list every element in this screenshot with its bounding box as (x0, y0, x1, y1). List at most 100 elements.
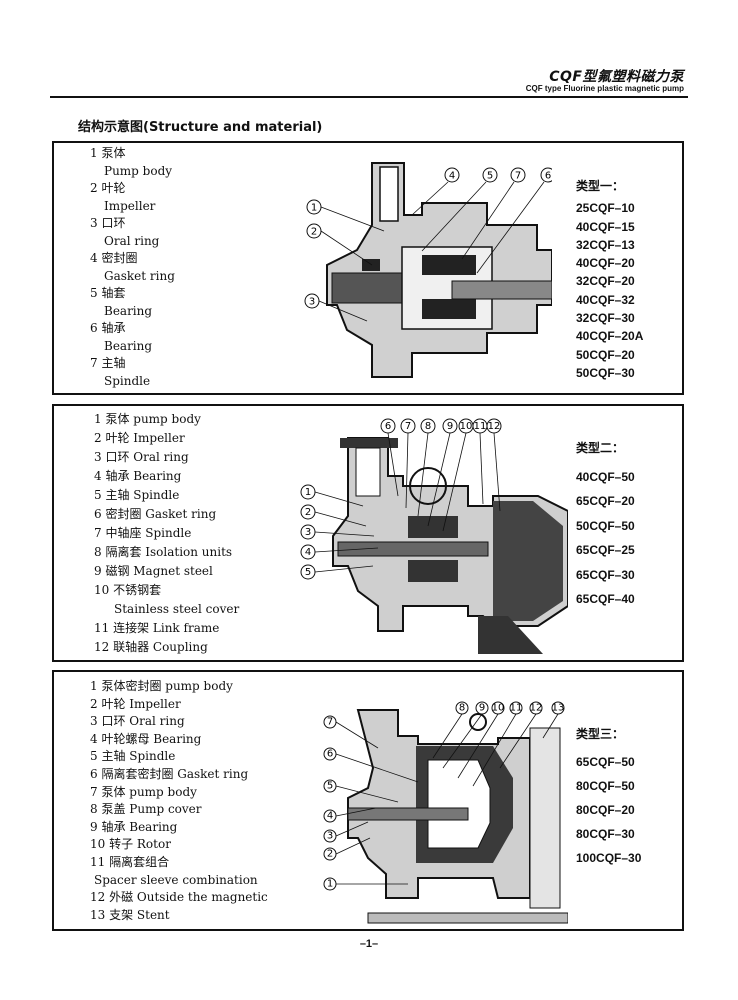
part-label: 1 泵体 pump body (94, 412, 201, 426)
callout-12: 12 (488, 421, 501, 432)
model-item: 40CQF–15 (576, 219, 635, 234)
part-label: 8 泵盖 Pump cover (90, 802, 202, 817)
model-item: 100CQF–30 (576, 851, 642, 865)
callout-7: 7 (515, 171, 521, 182)
callout-6: 6 (545, 171, 551, 182)
part-label: Pump body (104, 163, 173, 178)
model-item: 65CQF–25 (576, 543, 635, 557)
model-item: 65CQF–20 (576, 494, 635, 508)
header-rule (50, 96, 688, 98)
part-label: 4 叶轮螺母 Bearing (90, 731, 202, 746)
parts-list-3: 1 泵体密封圈 pump body 2 叶轮 Impeller 3 口环 Ora… (90, 678, 268, 924)
model-item: 50CQF–30 (576, 365, 635, 380)
model-item: 80CQF–20 (576, 803, 635, 817)
callout-2: 2 (311, 227, 317, 238)
callout-1: 1 (305, 487, 311, 498)
callout-1: 1 (311, 203, 317, 214)
part-label: 10 转子 Rotor (90, 837, 171, 852)
model-type-title: 类型三： (576, 727, 625, 741)
model-list-3: 类型三： 65CQF–50 80CQF–50 80CQF–20 80CQF–30… (576, 722, 641, 870)
model-list-2: 类型二： 40CQF–50 65CQF–20 50CQF–50 65CQF–25… (576, 436, 635, 612)
part-label: 6 密封圈 Gasket ring (94, 507, 217, 521)
section-title: 结构示意图(Structure and material) (78, 120, 323, 135)
model-item: 40CQF–50 (576, 469, 635, 484)
callout-4: 4 (305, 547, 311, 558)
callout-1: 1 (327, 879, 333, 890)
callout-7: 7 (405, 421, 411, 432)
part-label: 5 轴套 (90, 286, 126, 300)
part-label: 7 泵体 pump body (90, 784, 197, 799)
part-label: 3 口环 Oral ring (94, 450, 189, 464)
callout-3: 3 (305, 527, 311, 538)
callout-8: 8 (459, 703, 465, 714)
model-item: 80CQF–50 (576, 779, 635, 793)
callout-5: 5 (487, 171, 493, 182)
callout-8: 8 (425, 421, 431, 432)
part-label: 3 口环 (90, 216, 126, 230)
callout-4: 4 (327, 811, 333, 822)
callout-9: 9 (479, 703, 485, 714)
part-label: Gasket ring (104, 268, 175, 283)
part-label: Impeller (104, 198, 156, 213)
part-label: 8 隔离套 Isolation units (94, 545, 233, 559)
part-label: 7 中轴座 Spindle (94, 526, 192, 540)
callout-7: 7 (327, 717, 333, 728)
part-label: 10 不锈钢套 (94, 583, 162, 597)
panel-type-1: 1 泵体 Pump body 2 叶轮 Impeller 3 口环 Oral r… (52, 141, 684, 395)
part-label: 1 泵体 (90, 146, 126, 160)
part-label: 6 隔离套密封圈 Gasket ring (90, 766, 249, 781)
part-label: 9 磁钢 Magnet steel (94, 564, 213, 578)
callout-6: 6 (327, 749, 333, 760)
model-item: 65CQF–50 (576, 755, 635, 769)
model-type-title: 类型二： (576, 441, 625, 455)
callout-12: 12 (530, 703, 543, 714)
callout-10: 10 (492, 703, 505, 714)
model-item: 40CQF–20A (576, 329, 644, 344)
callout-2: 2 (327, 849, 333, 860)
pump-diagram-type-2: 1 2 3 4 5 6 7 8 9 10 11 12 (300, 418, 568, 654)
part-label: Bearing (104, 338, 153, 353)
model-item: 80CQF–30 (576, 827, 635, 841)
part-label: 12 联轴器 Coupling (94, 640, 208, 654)
model-item: 25CQF–10 (576, 201, 635, 216)
model-list-1: 类型一： 25CQF–10 40CQF–15 32CQF–13 40CQF–20… (576, 177, 643, 382)
part-label: Spindle (104, 373, 151, 388)
callout-4: 4 (449, 171, 455, 182)
part-label: 2 叶轮 Impeller (90, 696, 181, 711)
panel-type-3: 1 泵体密封圈 pump body 2 叶轮 Impeller 3 口环 Ora… (52, 670, 684, 931)
part-label: 11 连接架 Link frame (94, 621, 220, 635)
part-label: 12 外磁 Outside the magnetic (90, 890, 268, 905)
part-label: 6 轴承 (90, 321, 126, 335)
model-item: 32CQF–30 (576, 311, 635, 326)
model-item: 50CQF–20 (576, 347, 635, 362)
part-label: 5 主轴 Spindle (94, 488, 180, 502)
model-item: 65CQF–30 (576, 567, 635, 582)
model-item: 40CQF–32 (576, 292, 635, 307)
part-label: Stainless steel cover (114, 602, 240, 616)
part-label: 7 主轴 (90, 356, 126, 370)
part-label: 5 主轴 Spindle (90, 749, 176, 764)
part-label: Spacer sleeve combination (94, 872, 258, 887)
callout-9: 9 (447, 421, 453, 432)
parts-list-2: 1 泵体 pump body 2 叶轮 Impeller 3 口环 Oral r… (94, 410, 239, 657)
part-label: 1 泵体密封圈 pump body (90, 679, 233, 693)
callout-11: 11 (474, 421, 487, 432)
header-title: CQF型氟塑料磁力泵 (549, 69, 684, 85)
callout-3: 3 (327, 831, 333, 842)
callout-2: 2 (305, 507, 311, 518)
callout-3: 3 (309, 297, 315, 308)
callout-5: 5 (305, 567, 311, 578)
parts-list-1: 1 泵体 Pump body 2 叶轮 Impeller 3 口环 Oral r… (90, 145, 175, 390)
model-type-title: 类型一： (576, 179, 625, 193)
page-number: –1– (359, 938, 379, 950)
part-label: 4 轴承 Bearing (94, 469, 182, 483)
model-item: 32CQF–20 (576, 274, 635, 289)
callout-11: 11 (510, 703, 523, 714)
model-item: 32CQF–13 (576, 237, 635, 252)
pump-diagram-type-3: 7 6 5 4 3 2 1 8 9 10 11 12 13 (323, 701, 568, 924)
callout-10: 10 (460, 421, 473, 432)
callout-13: 13 (552, 703, 565, 714)
part-label: 2 叶轮 (90, 181, 126, 195)
part-label: 13 支架 Stent (90, 907, 170, 922)
pump-diagram-type-1: 1 2 3 4 5 7 6 (304, 162, 552, 378)
